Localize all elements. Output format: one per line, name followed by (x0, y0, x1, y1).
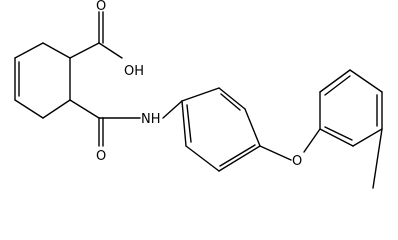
structure-svg: O OH O NH O (14, 0, 383, 189)
carboxyl-oh-label: OH (124, 64, 144, 79)
ether-o-label: O (292, 154, 302, 169)
molecule-diagram: O OH O NH O (14, 0, 383, 189)
amide-nh-label: NH (141, 112, 161, 127)
amide-o-label: O (96, 149, 106, 164)
tolyl-ring (319, 69, 383, 147)
ether-linkage: O (259, 128, 321, 169)
cyclohexene-ring (14, 42, 71, 119)
methyl-group (372, 128, 383, 189)
carboxyl-o-label: O (96, 0, 106, 14)
amide-group: O NH (69, 99, 161, 164)
phenylene-ring (162, 87, 261, 172)
carboxylic-acid-group: O OH (69, 0, 144, 79)
